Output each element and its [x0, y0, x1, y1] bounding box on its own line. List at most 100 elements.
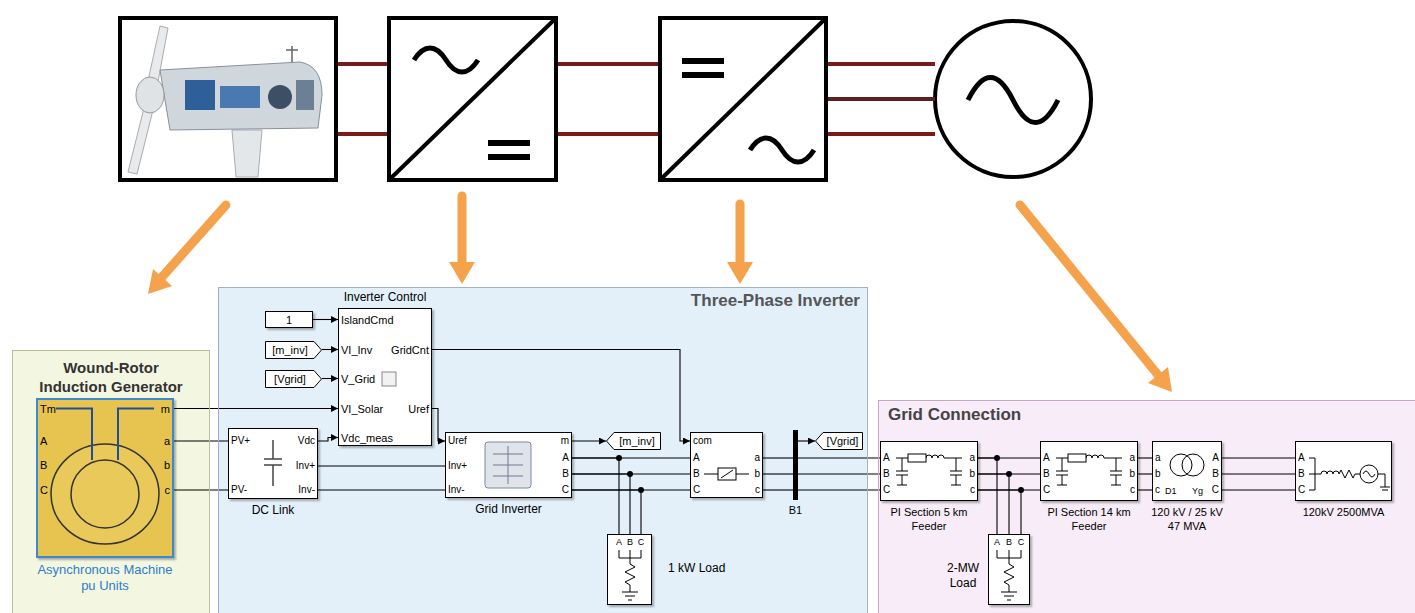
drawing-part [268, 85, 292, 109]
drawing-part [682, 58, 724, 64]
drawing-part [828, 97, 935, 101]
inverter-block: UrefInv+Inv-mABCGrid Inverter [445, 432, 572, 498]
panel-grounds [12, 287, 1415, 613]
signal-wire [763, 489, 793, 490]
port-label: a [164, 434, 170, 448]
port-label: A [40, 434, 47, 448]
power-cables [338, 64, 935, 134]
port-label: a [1155, 451, 1161, 465]
drawing-part [896, 455, 962, 485]
port-label: a [1129, 451, 1135, 465]
signal-wire [1222, 457, 1295, 458]
port-label: B [883, 467, 890, 481]
port-label: c [1155, 483, 1160, 497]
pointer-arrows [148, 196, 1172, 392]
block-caption: 120 kV / 25 kV 47 MVA [1147, 505, 1227, 533]
port-label: a [754, 451, 760, 465]
port-label: B [40, 458, 47, 472]
port-label: Yg [1192, 484, 1203, 498]
drawing-part [162, 205, 226, 277]
drawing-part [718, 468, 736, 480]
port-label: V_Grid [341, 372, 375, 386]
port-label: C [883, 483, 890, 497]
drawing-part [727, 262, 753, 284]
panel-title: Three-Phase Inverter [691, 290, 860, 311]
drawing-part [488, 154, 530, 160]
port-label: Uref [448, 434, 467, 448]
port-label: m [561, 434, 569, 448]
port-label: C [1298, 483, 1305, 497]
drawing-part [1170, 454, 1192, 476]
port-label: Inv+ [296, 459, 315, 473]
drawing-part [682, 72, 724, 78]
pi-section-block: ABCabcPI Section 5 km Feeder [880, 441, 978, 501]
drawing-part [968, 78, 1058, 123]
drawing-part [185, 80, 215, 110]
signal-wire [572, 440, 606, 441]
signal-wire [174, 440, 228, 441]
block-caption: C [1017, 535, 1025, 549]
drawing-part [266, 341, 322, 358]
drawing-part [266, 370, 322, 387]
drawing-part [148, 269, 172, 294]
inverter-symbol [660, 18, 826, 180]
block-icon [36, 398, 174, 558]
port-label: B [1212, 467, 1219, 481]
inverter-panel: Three-Phase InverterInverter ControlIsla… [218, 287, 868, 613]
signal-wire [318, 438, 338, 442]
port-label: 1 kW Load [668, 561, 725, 576]
load-block: ABC2-MW Load [988, 534, 1030, 605]
port-label: b [754, 467, 760, 481]
drawing-part [1056, 455, 1122, 485]
port-label: C [1212, 483, 1219, 497]
port-label: C [693, 483, 700, 497]
drawing-part [414, 48, 478, 72]
port-label: c [755, 483, 760, 497]
port-label: Inv+ [448, 459, 467, 473]
port-label: c [970, 483, 975, 497]
signal-wire [432, 350, 690, 442]
drawing-part [558, 62, 658, 66]
drawing-part [488, 140, 530, 146]
block-caption: PI Section 5 km Feeder [889, 505, 969, 533]
drawing-part [660, 18, 826, 180]
signal-wire [798, 440, 815, 441]
drawing-part [660, 18, 826, 180]
grid-panel: Grid ConnectionABCabcPI Section 5 km Fee… [878, 400, 1415, 613]
goto-tag: [m_inv] [606, 432, 661, 450]
drawing-part [338, 132, 387, 136]
drawing-part [935, 21, 1091, 177]
port-label: B [1043, 467, 1050, 481]
drawing-part [220, 86, 260, 108]
port-label: Vdc [298, 434, 315, 448]
signal-wire [322, 378, 338, 379]
tag-label: [Vgrid] [827, 434, 859, 448]
drawing-part [828, 62, 935, 66]
drawing-part [750, 138, 814, 162]
dc-link-block: PV+PV-VdcInv+Inv-DC Link [228, 428, 318, 499]
signal-wire [313, 319, 338, 320]
port-label: B [1298, 467, 1305, 481]
control-block: Inverter ControlIslandCmdVI_InvGridCntV_… [338, 308, 432, 446]
load-block: ABC1 kW Load [607, 534, 652, 605]
block-caption: Asynchronous Machine pu Units [33, 562, 178, 594]
signal-wire [318, 489, 445, 490]
block-caption: 120kV 2500MVA [1285, 505, 1402, 519]
signal-wire [1222, 489, 1295, 490]
block-caption: A [993, 535, 1001, 549]
drawing-part [389, 18, 556, 180]
rectifier-symbol [389, 18, 556, 180]
signal-wire [978, 490, 1021, 534]
block-caption: B [626, 535, 634, 549]
drawing-part [264, 440, 282, 486]
drawing-part [736, 204, 745, 263]
port-label: Tm [40, 402, 56, 416]
drawing-part [56, 409, 154, 461]
signal-wire [318, 465, 445, 466]
port-label: b [164, 458, 170, 472]
drawing-part [389, 18, 556, 180]
block-icon [1295, 441, 1392, 501]
drawing-part [1068, 454, 1086, 462]
port-label: GridCnt [391, 343, 429, 357]
